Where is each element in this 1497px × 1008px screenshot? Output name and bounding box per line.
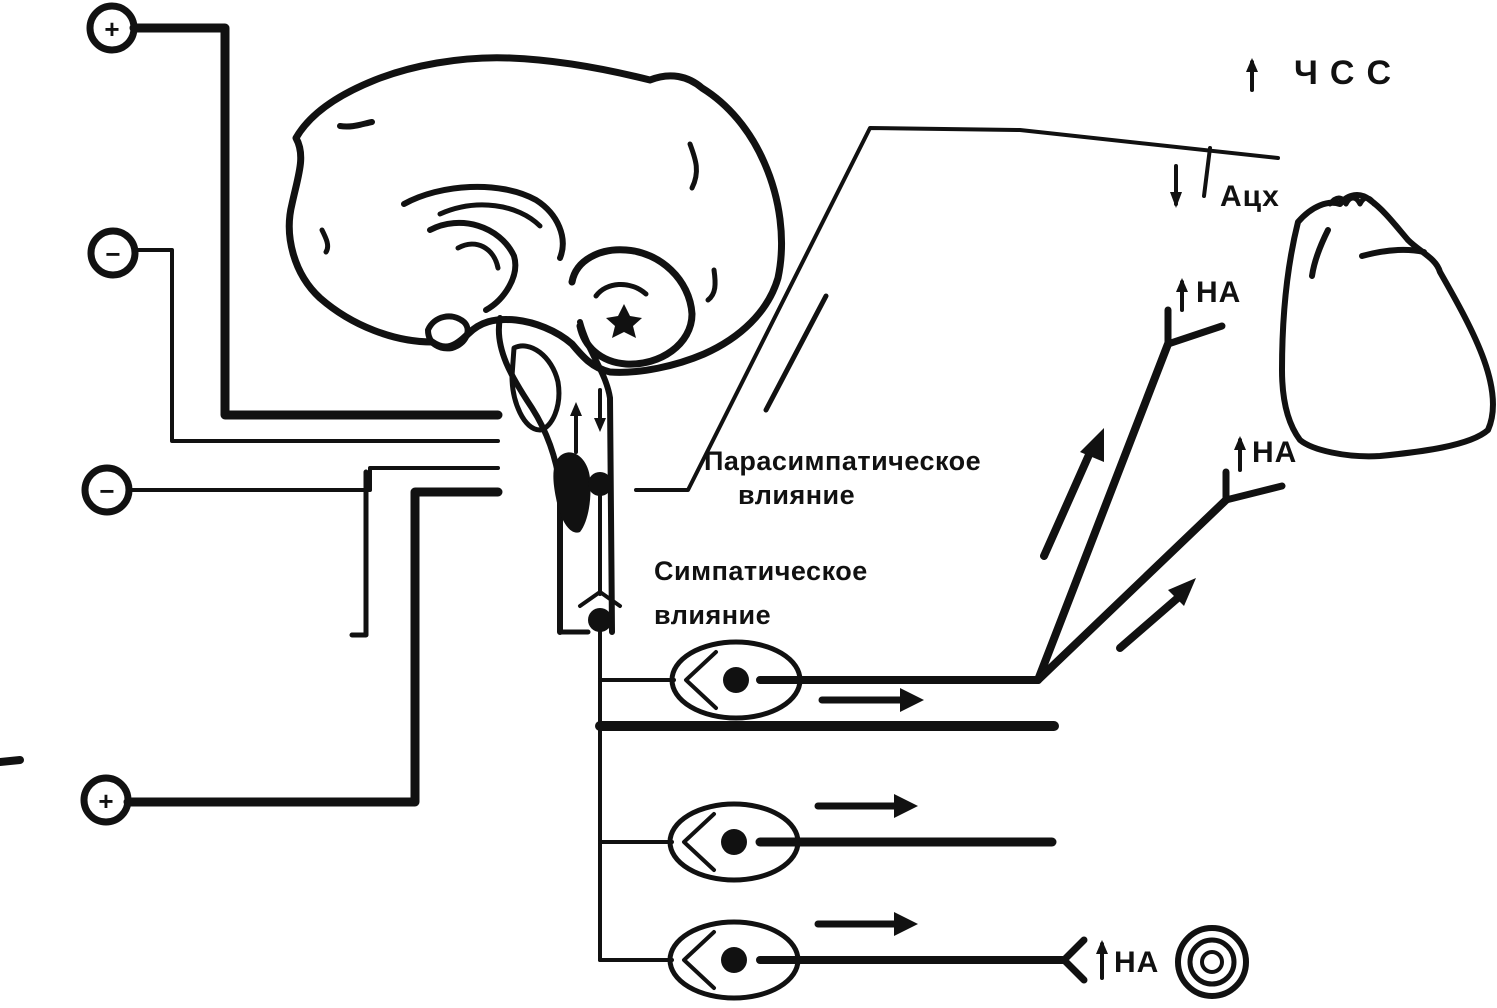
na-label-top: НА	[1196, 276, 1241, 309]
parasympathetic-pathway	[634, 126, 1280, 492]
heart-rate-label: ЧСС	[1246, 54, 1403, 92]
parasympathetic-label-line2: влияние	[738, 480, 855, 510]
receptor-3-sign: −	[99, 476, 114, 506]
sympathetic-label-line2: влияние	[654, 600, 771, 630]
ach-label: Ацх	[1220, 180, 1280, 213]
receptor-3: −	[81, 464, 133, 516]
sympathetic-pathway	[595, 278, 1286, 1001]
heart	[1279, 192, 1496, 460]
target-organ	[1175, 925, 1249, 999]
parasympathetic-label-line1: Парасимпатическое	[704, 446, 981, 476]
receptor-2-sign: −	[105, 239, 120, 269]
heart-rate-text: ЧСС	[1294, 54, 1403, 92]
sympathetic-label: Симпатическое влияние	[654, 556, 868, 630]
sympathetic-label-line1: Симпатическое	[654, 556, 868, 586]
na-label-mid: НА	[1252, 436, 1297, 469]
receptor-4-sign: +	[98, 786, 113, 816]
afferent-pathways	[0, 23, 503, 807]
parasympathetic-label: Парасимпатическое влияние	[704, 446, 981, 510]
receptor-1-sign: +	[104, 14, 119, 44]
brain	[285, 54, 786, 376]
na-label-bottom: НА	[1114, 946, 1159, 979]
receptor-1: +	[86, 2, 138, 54]
receptor-2: −	[87, 227, 139, 279]
receptor-4: +	[80, 774, 132, 826]
brainstem-spinal-cord	[495, 315, 622, 635]
